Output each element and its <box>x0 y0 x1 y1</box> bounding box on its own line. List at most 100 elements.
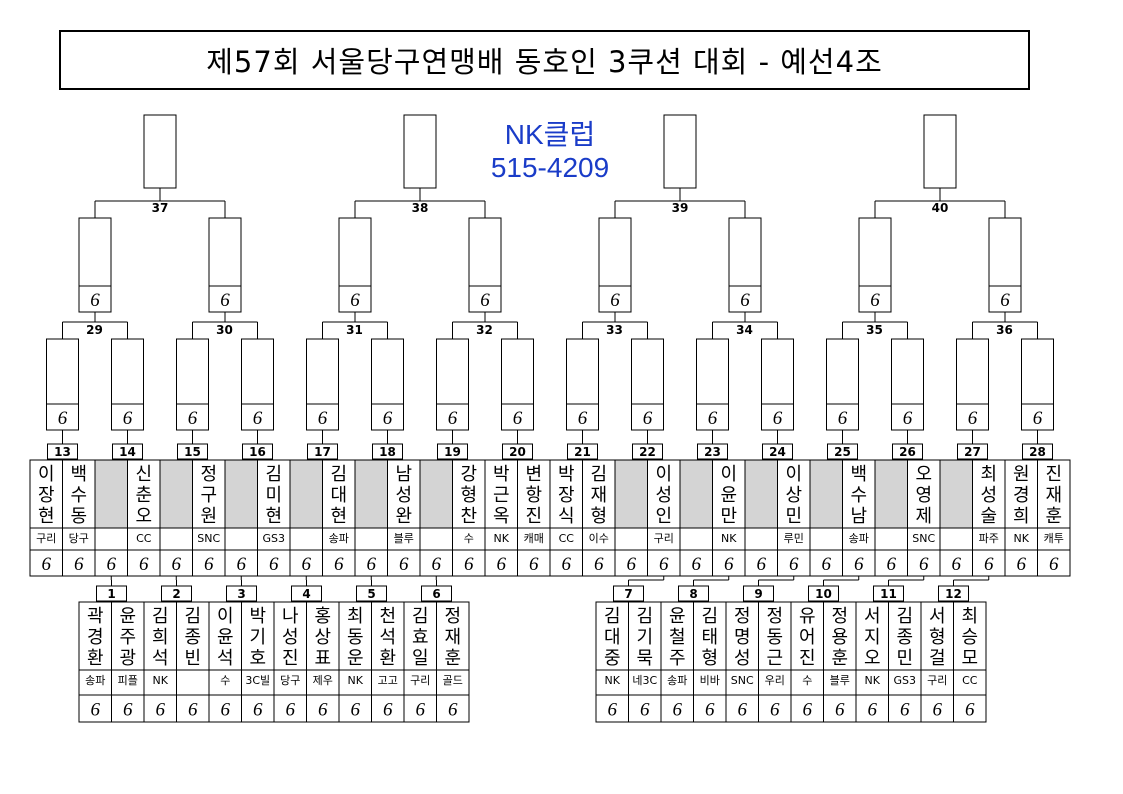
score-mark: 6 <box>318 700 328 721</box>
club-label: GS3 <box>893 674 916 687</box>
player-name-char: 미 <box>265 485 282 506</box>
result-mark: 6 <box>740 290 750 311</box>
player-name-char: 민 <box>896 648 913 669</box>
club-label: 수 <box>464 532 474 545</box>
score-cell <box>953 694 987 723</box>
score-cell <box>176 694 210 723</box>
player-name-char: 진 <box>799 648 816 669</box>
club-cell <box>94 527 128 551</box>
score-mark: 6 <box>659 554 669 575</box>
player-name-char: 재 <box>590 485 607 506</box>
score-cell <box>127 549 161 577</box>
player-cell <box>78 601 112 671</box>
score-mark: 6 <box>854 554 864 575</box>
score-cell <box>855 694 889 723</box>
player-cell <box>888 601 922 671</box>
player-name-char: 최 <box>961 606 978 627</box>
player-name-char: 중 <box>604 648 621 669</box>
score-mark: 6 <box>984 554 994 575</box>
club-label: 캐투 <box>1044 532 1064 545</box>
player-name-char: 정 <box>200 464 217 485</box>
result-mark: 6 <box>350 290 360 311</box>
player-name-char: 환 <box>87 648 104 669</box>
player-name-char: 석 <box>217 648 234 669</box>
match-number: 1 <box>107 587 115 601</box>
player-name-char: 현 <box>38 506 55 527</box>
club-cell <box>679 527 713 551</box>
result-box <box>988 217 1022 313</box>
club-label: 당구 <box>280 674 300 687</box>
score-mark: 6 <box>237 554 247 575</box>
result-mark: 6 <box>448 408 458 429</box>
club-cell <box>809 527 843 551</box>
score-cell <box>338 694 372 723</box>
score-mark: 6 <box>74 554 84 575</box>
club-label: 수 <box>220 674 230 687</box>
match-number-box <box>502 443 533 460</box>
score-mark: 6 <box>188 700 198 721</box>
result-mark: 6 <box>383 408 393 429</box>
player-name-char: 박 <box>558 464 575 485</box>
score-mark: 6 <box>673 700 683 721</box>
player-name-char: 진 <box>525 506 542 527</box>
club-cell <box>628 669 662 696</box>
player-name-char: 재 <box>1045 485 1062 506</box>
club-cell <box>289 527 323 551</box>
club-cell <box>273 669 307 696</box>
score-mark: 6 <box>367 554 377 575</box>
player-name-char: 최 <box>980 464 997 485</box>
score-mark: 6 <box>933 700 943 721</box>
player-name-char: 훈 <box>444 648 461 669</box>
result-box <box>631 338 664 431</box>
player-name-char: 수 <box>70 485 87 506</box>
player-name-char: 기 <box>636 627 653 648</box>
player-name-char: 김 <box>701 606 718 627</box>
club-label: 고고 <box>378 674 398 687</box>
final-result-box <box>143 114 177 189</box>
match-number: 9 <box>754 587 762 601</box>
player-cell <box>595 601 629 671</box>
result-box <box>46 338 79 431</box>
match-number: 30 <box>216 323 233 337</box>
club-label: 네3C <box>632 674 657 687</box>
score-cell <box>143 694 177 723</box>
match-number-box <box>177 443 208 460</box>
player-name-char: 홍 <box>314 606 331 627</box>
player-name-char: 남 <box>395 464 412 485</box>
match-number: 29 <box>86 323 103 337</box>
score-cell <box>758 694 792 723</box>
score-mark: 6 <box>919 554 929 575</box>
player-name-char: 김 <box>636 606 653 627</box>
result-mark: 6 <box>123 408 133 429</box>
match-number-box <box>762 443 793 460</box>
match-number-box <box>437 443 468 460</box>
match-number-box <box>112 443 143 460</box>
score-mark: 6 <box>156 700 166 721</box>
score-mark: 6 <box>692 554 702 575</box>
player-name-char: 옥 <box>493 506 510 527</box>
score-mark: 6 <box>383 700 393 721</box>
result-box <box>826 338 859 431</box>
player-name-char: 윤 <box>119 606 136 627</box>
result-mark: 6 <box>643 408 653 429</box>
player-cell <box>289 459 323 529</box>
player-name-char: 종 <box>184 627 201 648</box>
score-cell <box>614 549 648 577</box>
score-mark: 6 <box>529 554 539 575</box>
result-box <box>306 338 339 431</box>
club-label: 블루 <box>394 532 414 545</box>
result-box <box>728 217 762 313</box>
player-name-char: 오 <box>135 506 152 527</box>
club-label: CC <box>962 674 978 687</box>
match-number: 13 <box>54 445 71 459</box>
player-name-char: 운 <box>347 648 364 669</box>
club-label: 블루 <box>830 674 850 687</box>
club-cell <box>744 527 778 551</box>
club-label: NK <box>605 674 621 687</box>
player-name-char: 동 <box>347 627 364 648</box>
club-cell <box>614 527 648 551</box>
score-mark: 6 <box>497 554 507 575</box>
player-name-char: 기 <box>249 627 266 648</box>
player-name-char: 묵 <box>636 648 653 669</box>
player-name-char: 형 <box>590 506 607 527</box>
